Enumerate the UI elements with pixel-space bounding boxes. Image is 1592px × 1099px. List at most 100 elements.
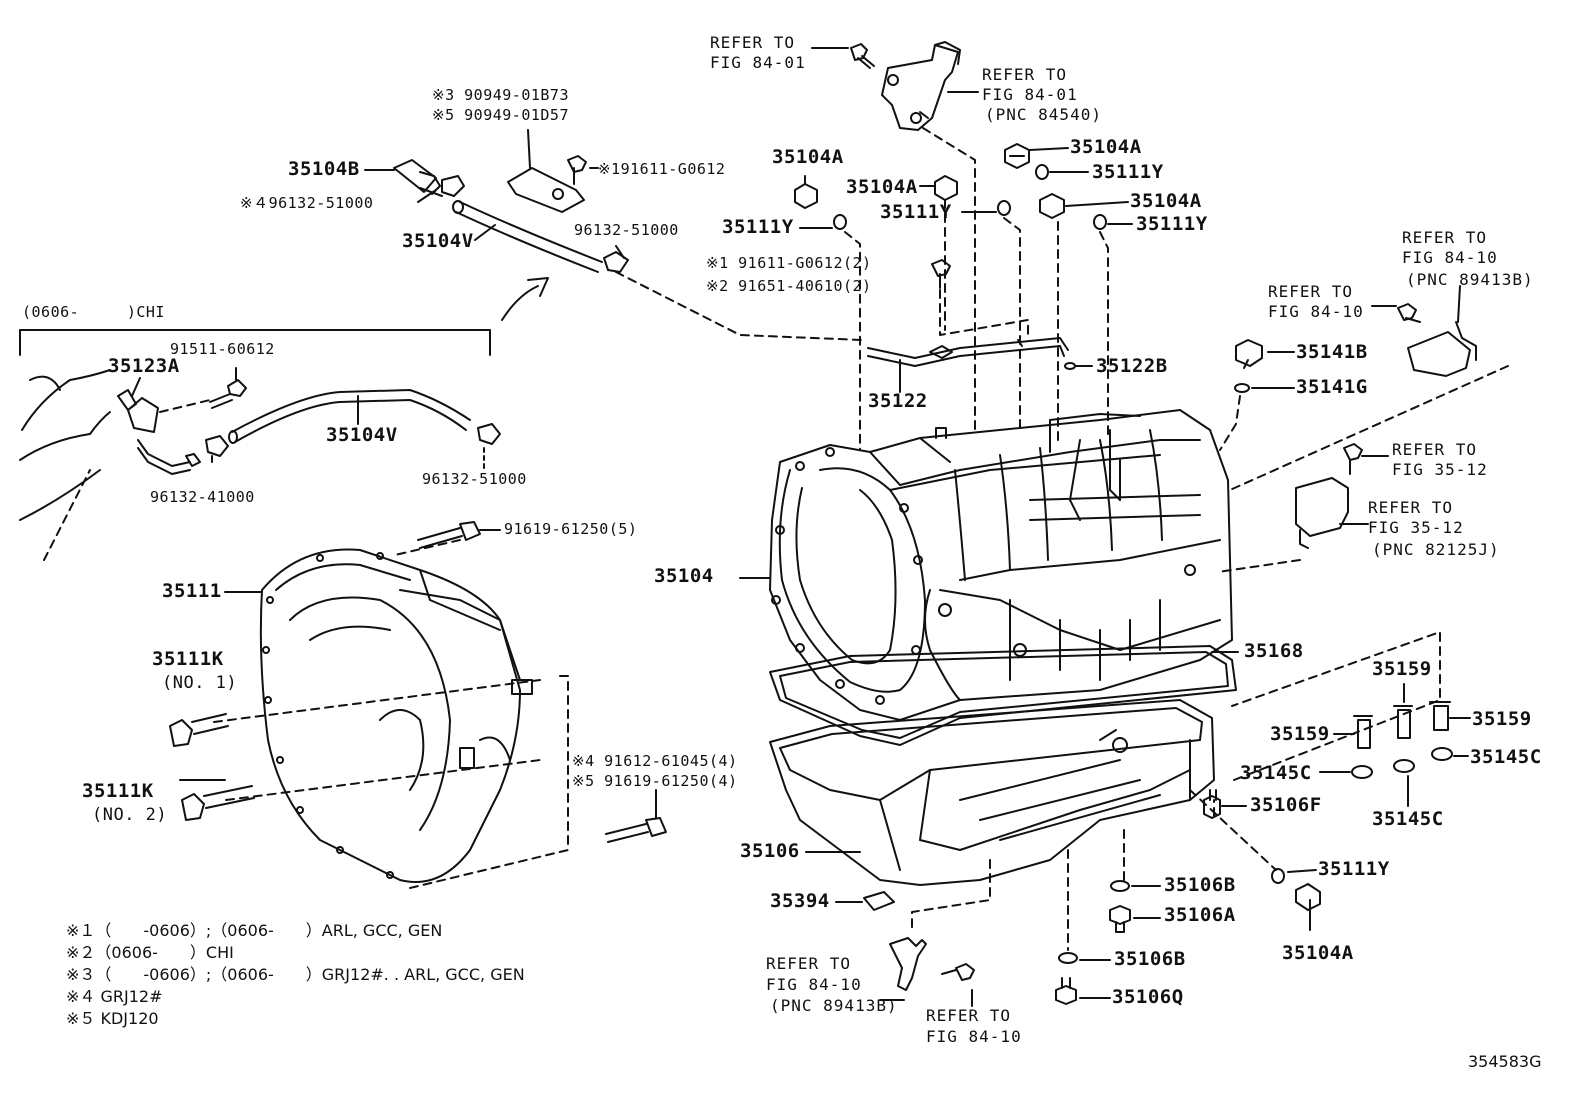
- footnote-4: ※４ GRJ12#: [66, 987, 163, 1006]
- label-91511-60612: 91511-60612: [170, 340, 275, 358]
- hose-35104V-lower: [228, 389, 471, 444]
- label-35104A-lower: 35104A: [1282, 942, 1354, 964]
- oring-35111Y-1: [1035, 164, 1049, 180]
- ref-bottom-b-line2: FIG 84-10: [766, 975, 862, 994]
- sensor-89413B-right: [1407, 321, 1477, 377]
- ref-89413B-line2: FIG 84-10: [1402, 248, 1498, 267]
- label-s2-bolt: ※2 91651-40610(2): [706, 277, 872, 295]
- plug-35159-right: [1429, 701, 1451, 731]
- label-s4-91612: ※4 91612-61045(4): [572, 752, 738, 770]
- label-s1-bolt: ※1 91611-G0612(2): [706, 254, 872, 272]
- footnotes: ※１（ -0606）;（0606- ）ARL, GCC, GEN ※２（0606…: [66, 920, 525, 1030]
- oil-pan-35106: [769, 699, 1215, 886]
- label-s4-96132: ※４96132-51000: [240, 194, 374, 212]
- label-35106A: 35106A: [1164, 904, 1236, 926]
- ref-35-12-b-line1: REFER TO: [1368, 498, 1454, 517]
- label-35111: 35111: [162, 580, 222, 602]
- direction-arrow: [501, 277, 549, 321]
- ref-bottom-c-line1: REFER TO: [926, 1006, 1012, 1025]
- oring-35141G: [1234, 383, 1250, 393]
- plug-35104A-5: [1295, 883, 1321, 931]
- label-35106Q: 35106Q: [1112, 986, 1184, 1008]
- plug-35106Q: [1055, 977, 1077, 1005]
- bolt-top: [850, 43, 875, 69]
- washer-35145C-mid: [1393, 759, 1415, 773]
- fitting-35123A: [117, 389, 201, 475]
- label-35145C-bottom: 35145C: [1372, 808, 1444, 830]
- sensor-82125J: [1295, 477, 1349, 549]
- bolt-bottom-8410: [941, 963, 975, 981]
- label-35111Y-left: 35111Y: [722, 216, 794, 238]
- label-35104A-top-right: 35104A: [1070, 136, 1142, 158]
- label-35104: 35104: [654, 565, 714, 587]
- ref-35-12-b-line3: (PNC 82125J): [1372, 540, 1500, 559]
- ref-sensor-line3: (PNC 84540): [985, 105, 1102, 124]
- plug-35104A-3: [1039, 193, 1065, 219]
- label-35141B: 35141B: [1296, 341, 1368, 363]
- bell-housing-35111: [259, 548, 533, 883]
- hose-35104V-upper: [452, 200, 603, 273]
- oring-35111Y-5: [1271, 868, 1285, 884]
- clamp-96132-upper: [417, 175, 465, 203]
- label-35122B: 35122B: [1096, 355, 1168, 377]
- label-s5-90949: ※5 90949-01D57: [432, 106, 569, 124]
- label-35168: 35168: [1244, 640, 1304, 662]
- ref-bottom-b-line1: REFER TO: [766, 954, 852, 973]
- label-35141G: 35141G: [1296, 376, 1368, 398]
- label-35159-top: 35159: [1372, 658, 1432, 680]
- label-96132-51000-top: 96132-51000: [574, 221, 679, 239]
- transmission-case-35104: [769, 409, 1233, 721]
- footnote-1: ※１（ -0606）;（0606- ）ARL, GCC, GEN: [66, 921, 443, 940]
- ref-bottom-b-line3: (PNC 89413B): [770, 996, 898, 1015]
- bolt-35106F: [1203, 789, 1221, 819]
- plug-35159-mid: [1393, 705, 1413, 739]
- ref-top-line2: FIG 84-01: [710, 53, 806, 72]
- label-chi-range: (0606- )CHI: [22, 303, 165, 321]
- plug-35104A-4: [794, 175, 818, 209]
- ref-89413B-line1: REFER TO: [1402, 228, 1488, 247]
- washer-35145C-right: [1431, 747, 1453, 761]
- label-35111Y-center: 35111Y: [880, 201, 952, 223]
- bolt-35-12: [1343, 443, 1363, 475]
- footnote-2: ※２（0606- ）CHI: [66, 943, 234, 962]
- label-35111K-no1: 35111K: [152, 648, 224, 670]
- label-35104A-right: 35104A: [1130, 190, 1202, 212]
- plug-35104A-1: [1004, 143, 1030, 169]
- label-35104B: 35104B: [288, 158, 360, 180]
- label-35104V-top: 35104V: [402, 230, 474, 252]
- label-35106B-lower: 35106B: [1114, 948, 1186, 970]
- oring-35111Y-3: [1093, 214, 1107, 230]
- sensor-bottom-89413B: [879, 937, 927, 1001]
- breather-plug-35104B: [393, 159, 441, 195]
- ref-84-10-line2: FIG 84-10: [1268, 302, 1364, 321]
- washer-35106B-2: [1058, 952, 1078, 964]
- bolt-91611-upper: [567, 155, 587, 185]
- bolt-84-10-right: [1397, 303, 1421, 323]
- ref-bottom-c-line2: FIG 84-10: [926, 1027, 1022, 1046]
- clamp-96132-51000-lower: [477, 423, 501, 445]
- oil-tube-35122: [867, 337, 1069, 367]
- bolt-91511: [209, 379, 247, 409]
- clamp-96132-right: [603, 245, 629, 273]
- diagram-id: 354583G: [1468, 1052, 1542, 1071]
- label-35111K-no2: 35111K: [82, 780, 154, 802]
- ref-sensor-line2: FIG 84-01: [982, 85, 1078, 104]
- label-96132-41000: 96132-41000: [150, 488, 255, 506]
- ref-35-12-a-line1: REFER TO: [1392, 440, 1478, 459]
- plug-35159-left: [1353, 715, 1373, 749]
- footnote-5: ※５ KDJ120: [66, 1009, 159, 1028]
- label-35394: 35394: [770, 890, 830, 912]
- bolt-91611-center: [931, 259, 951, 289]
- ref-84-10-line1: REFER TO: [1268, 282, 1354, 301]
- label-35106F: 35106F: [1250, 794, 1322, 816]
- label-35106B-upper: 35106B: [1164, 874, 1236, 896]
- bolt-35111K-2: [181, 785, 255, 821]
- chi-bracket: [19, 329, 491, 356]
- washer-35145C-left: [1351, 765, 1373, 779]
- label-35111Y-right: 35111Y: [1136, 213, 1208, 235]
- bracket-90949: [507, 129, 585, 213]
- plug-35106A: [1109, 905, 1131, 933]
- label-35104A-left: 35104A: [772, 146, 844, 168]
- bolt-91619-5: [417, 521, 481, 549]
- label-35122: 35122: [868, 390, 928, 412]
